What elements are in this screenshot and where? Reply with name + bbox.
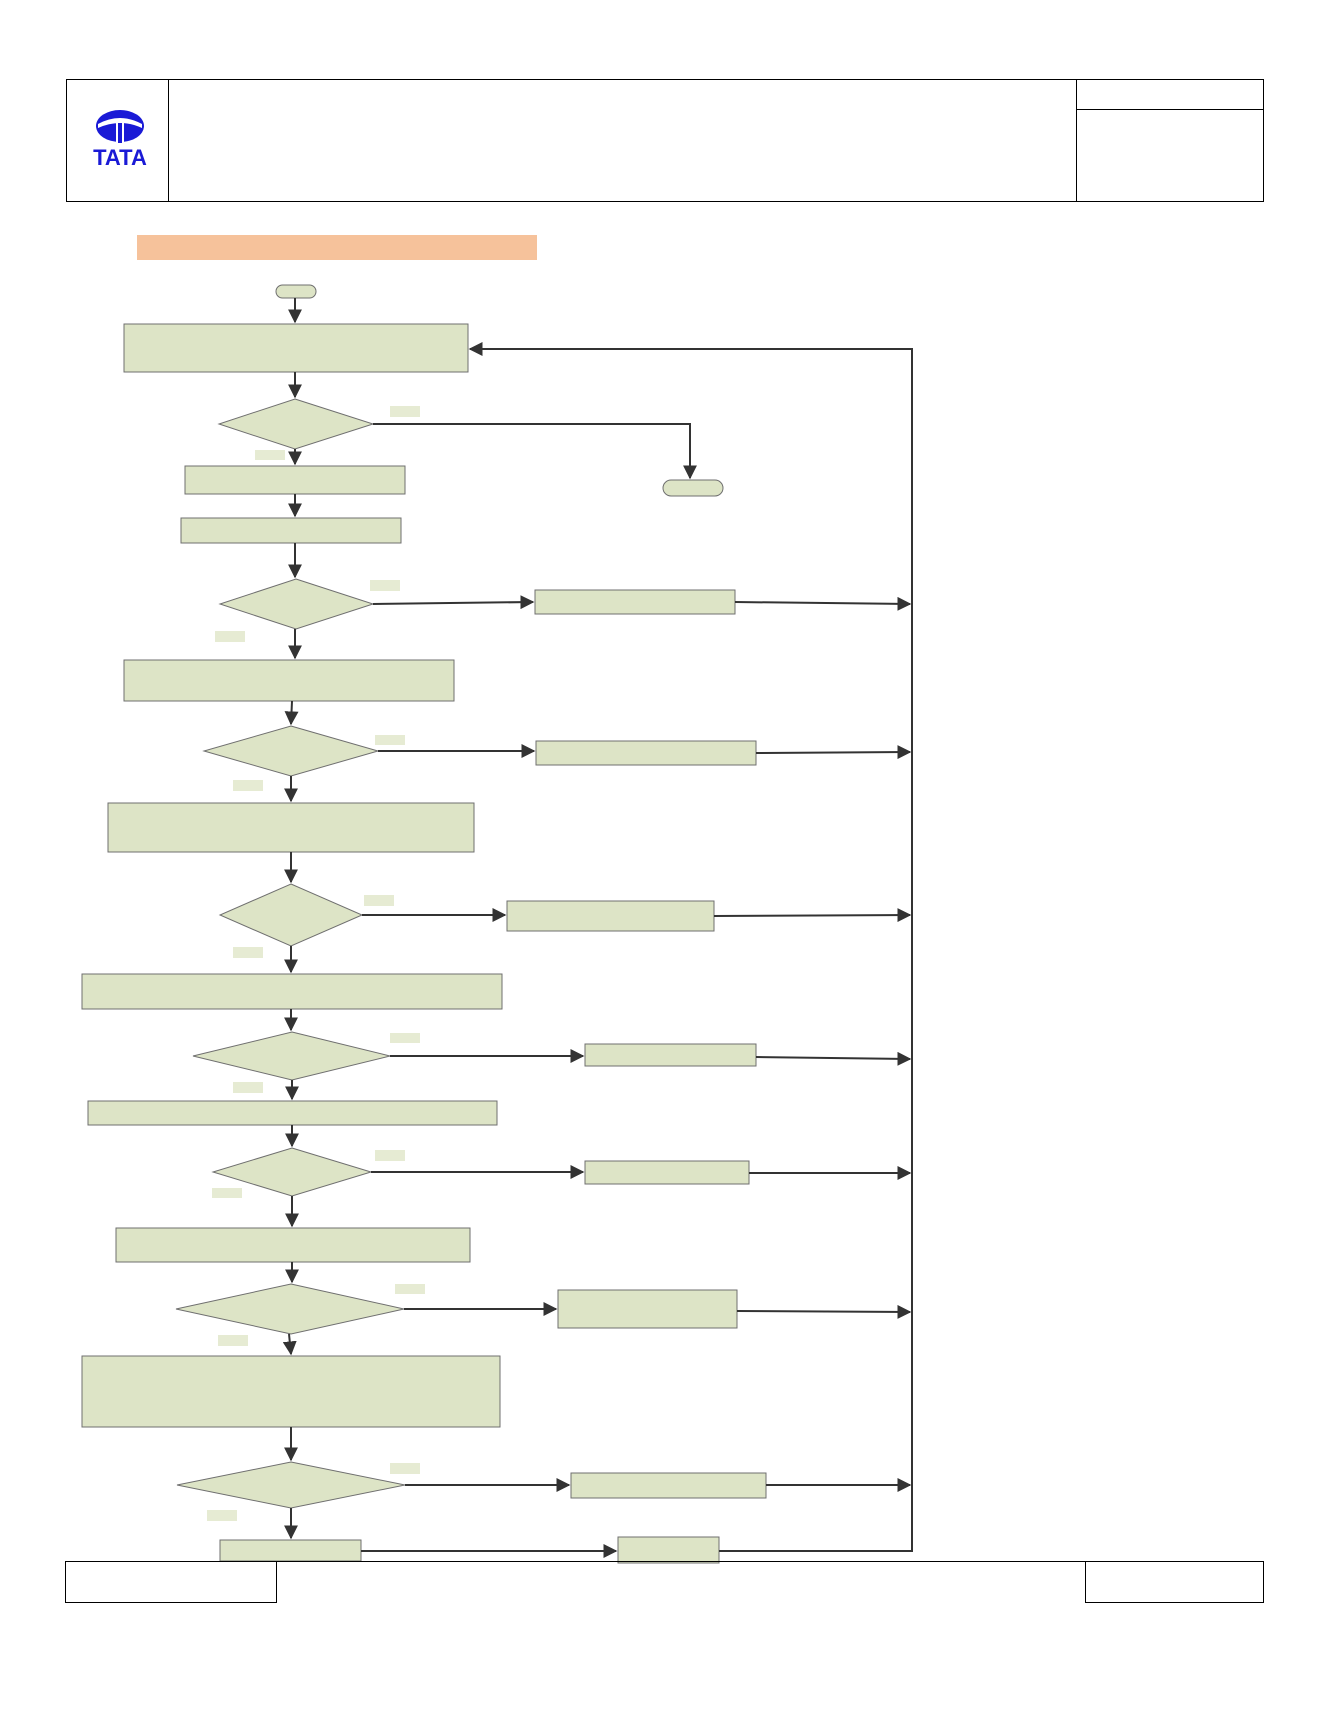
edge-label-tag	[212, 1188, 242, 1198]
footer-left-cell	[65, 1561, 277, 1603]
process-step-8	[115, 1227, 471, 1263]
process-step-6	[81, 973, 503, 1010]
side-action-7	[570, 1472, 767, 1499]
edge-decision1-to-end	[373, 423, 697, 480]
side-action-2	[535, 740, 757, 766]
process-step-1	[123, 323, 469, 373]
edge-label-tag	[255, 450, 285, 460]
edge-label-tag	[233, 1082, 263, 1093]
decision-5	[192, 1031, 391, 1081]
tata-logo-wordmark: TATA	[93, 145, 147, 170]
decision-7	[175, 1283, 405, 1335]
side-action-8	[617, 1536, 720, 1564]
side-action-5	[584, 1160, 750, 1185]
edge-side4-to-bus	[755, 1051, 912, 1066]
process-step-2	[184, 465, 406, 495]
edge-label-tag	[375, 735, 405, 745]
end-terminator	[662, 479, 724, 497]
edge-label-tag	[375, 1150, 405, 1161]
footer-right-cell	[1085, 1561, 1264, 1603]
edge-label-tag	[395, 1284, 425, 1294]
edge-step4-to-decision3	[284, 700, 299, 726]
side-action-6	[557, 1289, 738, 1329]
header-title-cell	[168, 79, 1077, 202]
edge-label-tag	[207, 1510, 237, 1521]
edge-side2-to-bus	[755, 745, 912, 760]
decision-1	[217, 398, 375, 450]
edge-side3-to-bus	[713, 908, 912, 923]
decision-4	[218, 883, 364, 947]
tata-logo-emblem-icon	[96, 110, 144, 144]
edge-label-tag	[364, 895, 394, 906]
process-step-9	[81, 1355, 501, 1428]
edge-decision7-to-step9	[282, 1333, 297, 1356]
side-action-1	[534, 589, 736, 615]
section-title-band	[137, 235, 537, 260]
process-step-4	[123, 659, 455, 702]
side-action-3	[506, 900, 715, 932]
header-info-divider	[1076, 109, 1264, 110]
edge-side6-to-bus	[736, 1304, 912, 1319]
process-step-3	[180, 517, 402, 544]
edge-label-tag	[390, 406, 420, 417]
footer-rule	[276, 1561, 1086, 1562]
decision-2	[218, 578, 375, 630]
start-terminator	[275, 284, 317, 299]
edge-decision2-to-side1	[372, 595, 535, 610]
process-step-10	[219, 1539, 362, 1562]
edge-label-tag	[215, 631, 245, 642]
edge-label-tag	[233, 780, 263, 791]
edge-label-tag	[390, 1033, 420, 1043]
edge-label-tag	[390, 1463, 420, 1474]
process-step-7	[87, 1100, 498, 1126]
header-info-cell	[1076, 79, 1264, 202]
decision-8	[176, 1461, 406, 1509]
edge-return-bus	[468, 342, 913, 1552]
edge-label-tag	[233, 947, 263, 958]
process-step-5	[107, 802, 475, 853]
decision-3	[202, 725, 380, 777]
edge-label-tag	[218, 1335, 248, 1346]
edge-side1-to-bus	[734, 596, 912, 611]
tata-logo: TATA	[93, 110, 147, 170]
side-action-4	[584, 1043, 757, 1067]
edge-label-tag	[370, 580, 400, 591]
